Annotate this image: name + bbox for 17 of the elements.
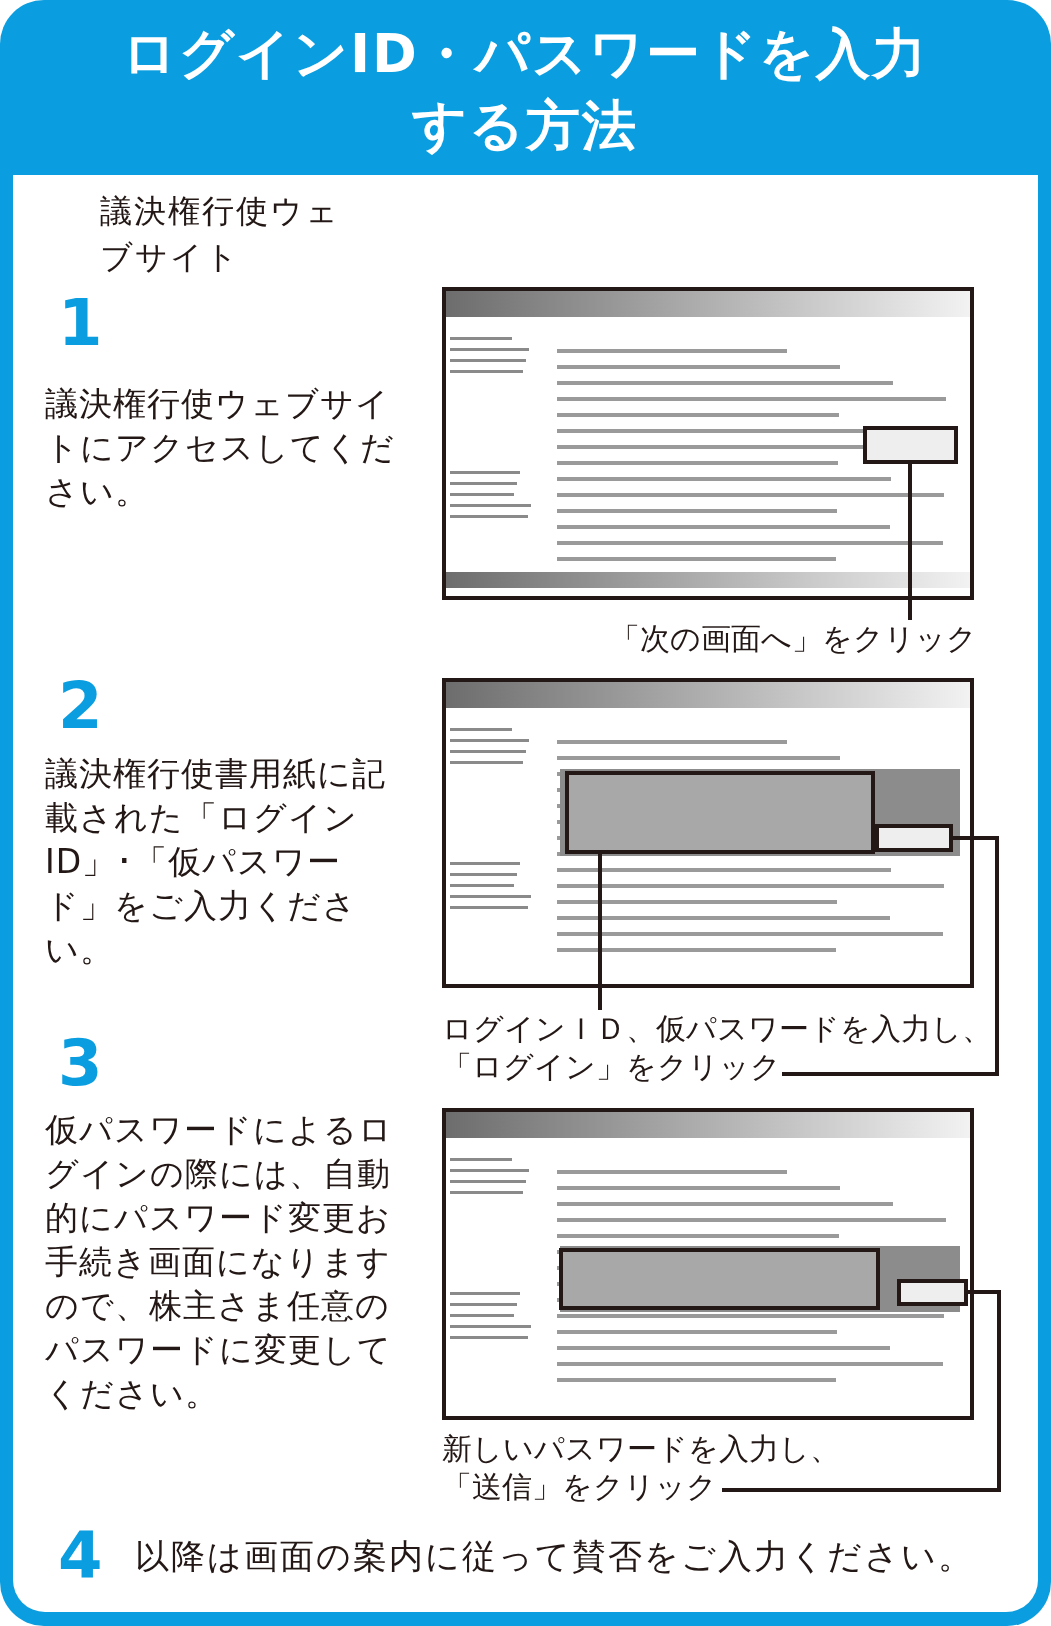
callout-text: 「次の画面へ」をクリック [610, 620, 990, 658]
instruction-text: 議決権行使ウェブサイト [100, 191, 340, 278]
instruction-text: 議決権行使ウェブサイトにアクセスしてください。 [45, 383, 396, 513]
callout-text: ログインＩＤ、仮パスワードを入力し、「ログイン」をクリック [442, 1010, 992, 1086]
callout-text: 新しいパスワードを入力し、「送信」をクリック [442, 1430, 844, 1506]
leader-line [908, 600, 912, 620]
step-number: 2 [58, 668, 104, 744]
leader-line [782, 836, 999, 1076]
instruction-text: 以降は画面の案内に従って賛否をご入力ください。 [135, 1535, 975, 1578]
leader-line [598, 988, 602, 1010]
title: ログインID・パスワードを入力する方法 [121, 21, 929, 159]
step-number: 3 [58, 1025, 104, 1101]
step-number: 1 [58, 285, 104, 361]
instruction-text: 議決権行使書用紙に記載された「ログインID」･「仮パスワード」をご入力ください。 [45, 753, 387, 971]
leader-line [722, 1290, 1001, 1492]
instruction-text: 仮パスワードによるログインの際には、自動的にパスワード変更お手続き画面になりますので、株主さま任意のパスワードに変更してください。 [45, 1109, 394, 1415]
step-number: 4 [58, 1518, 104, 1594]
